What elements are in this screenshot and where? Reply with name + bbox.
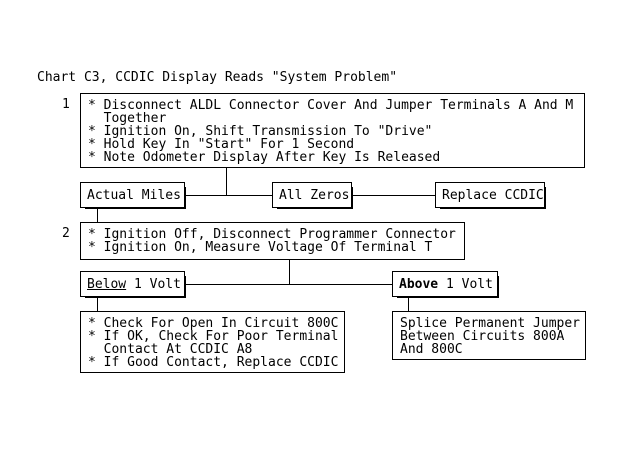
outcome-actual-miles-label: Actual Miles — [87, 187, 181, 203]
outcome-actual-miles-box: Actual Miles — [80, 182, 185, 208]
decision-below-1-volt-box: Below 1 Volt — [80, 271, 185, 297]
outcome-all-zeros-box: All Zeros — [272, 182, 352, 208]
step-1-number: 1 — [62, 97, 70, 112]
connector-below-down — [97, 297, 98, 311]
connector-row1-left — [185, 195, 272, 196]
outcome-all-zeros-label: All Zeros — [279, 187, 350, 203]
below-emphasis: Below — [87, 276, 127, 292]
connector-volt-row — [185, 284, 392, 285]
connector-step1-down — [226, 168, 227, 196]
below-rest: 1 Volt — [126, 276, 181, 292]
above-emphasis: Above — [399, 276, 439, 292]
chart-title: Chart C3, CCDIC Display Reads "System Pr… — [37, 70, 398, 85]
connector-above-down — [408, 297, 409, 311]
connector-row1-right — [352, 195, 435, 196]
action-replace-ccdic-box: Replace CCDIC — [435, 182, 545, 208]
connector-actual-miles-down — [97, 208, 98, 222]
action-replace-ccdic-label: Replace CCDIC — [442, 187, 544, 203]
connector-step2-down — [289, 260, 290, 284]
step-2-number: 2 — [62, 226, 70, 241]
step-2-instructions-box: * Ignition Off, Disconnect Programmer Co… — [80, 222, 465, 260]
above-rest: 1 Volt — [438, 276, 493, 292]
decision-above-1-volt-box: Above 1 Volt — [392, 271, 498, 297]
step-1-instructions-box: * Disconnect ALDL Connector Cover And Ju… — [80, 93, 585, 168]
above-action-box: Splice Permanent Jumper Between Circuits… — [392, 311, 586, 360]
below-action-box: * Check For Open In Circuit 800C * If OK… — [80, 311, 345, 373]
